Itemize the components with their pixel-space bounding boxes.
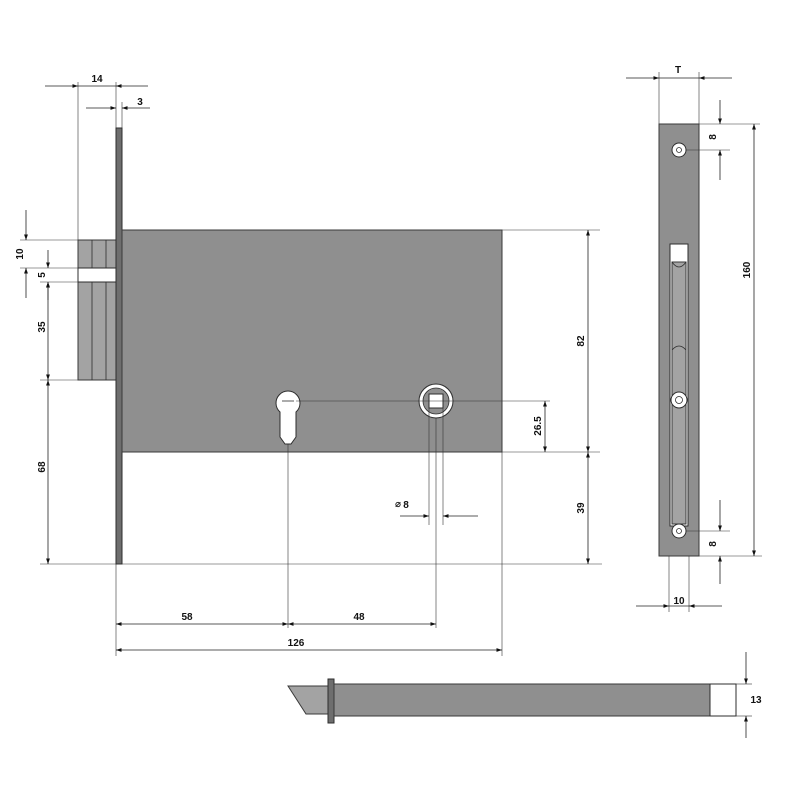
bottom-view [287,678,737,724]
side-dimension-labels: T 8 160 8 10 [673,65,753,607]
dim-faceplate-width: 14 [91,74,103,85]
dim-backset: 58 [181,612,193,623]
dim-screw-bottom-offset: 8 [708,541,719,547]
cylinder-keyhole [275,390,301,445]
bottom-dimension: 13 [736,652,762,738]
dim-bolt-gap: 5 [37,272,48,278]
side-view [658,123,700,557]
dim-plate-width: 10 [673,596,685,607]
dim-plate-length: 160 [742,261,753,278]
front-dimension-labels: 14 3 10 5 35 68 82 39 26.5 ⌀ 8 58 48 126 [15,74,587,649]
dim-faceplate-thickness: 3 [137,97,143,108]
dim-bolt-height: 35 [37,321,48,333]
dim-bolt-to-bottom: 68 [37,461,48,473]
dim-cylinder-to-spindle: 48 [353,612,365,623]
lock-body [121,229,503,453]
bolt-slot [77,267,117,283]
dim-body-height: 82 [576,335,587,347]
front-dimension-lines [24,84,590,652]
bottom-body [333,683,711,717]
bolt-block [77,239,117,381]
side-extension-lines [658,72,762,612]
dim-keyhole-offset: 26.5 [533,416,544,436]
bottom-striker [709,683,737,717]
faceplate [115,127,123,565]
dim-striker-height: 13 [750,695,762,706]
dim-body-to-bottom: 39 [576,502,587,514]
dim-bolt-top-offset: 10 [15,248,26,260]
dim-body-length: 126 [288,638,305,649]
dim-side-thickness: T [675,65,681,76]
front-extension-lines [20,82,602,656]
bottom-faceplate [327,678,335,724]
top-screw-hole [671,142,687,158]
bottom-screw-hole [671,523,687,539]
dim-screw-top-offset: 8 [708,134,719,140]
side-dimension-lines [626,76,756,608]
bolt-tip [287,685,329,715]
front-view [77,127,503,565]
diameter-symbol: ⌀ [395,499,401,510]
latch-round-hole [670,391,688,409]
dim-spindle-diameter: 8 [403,500,409,511]
